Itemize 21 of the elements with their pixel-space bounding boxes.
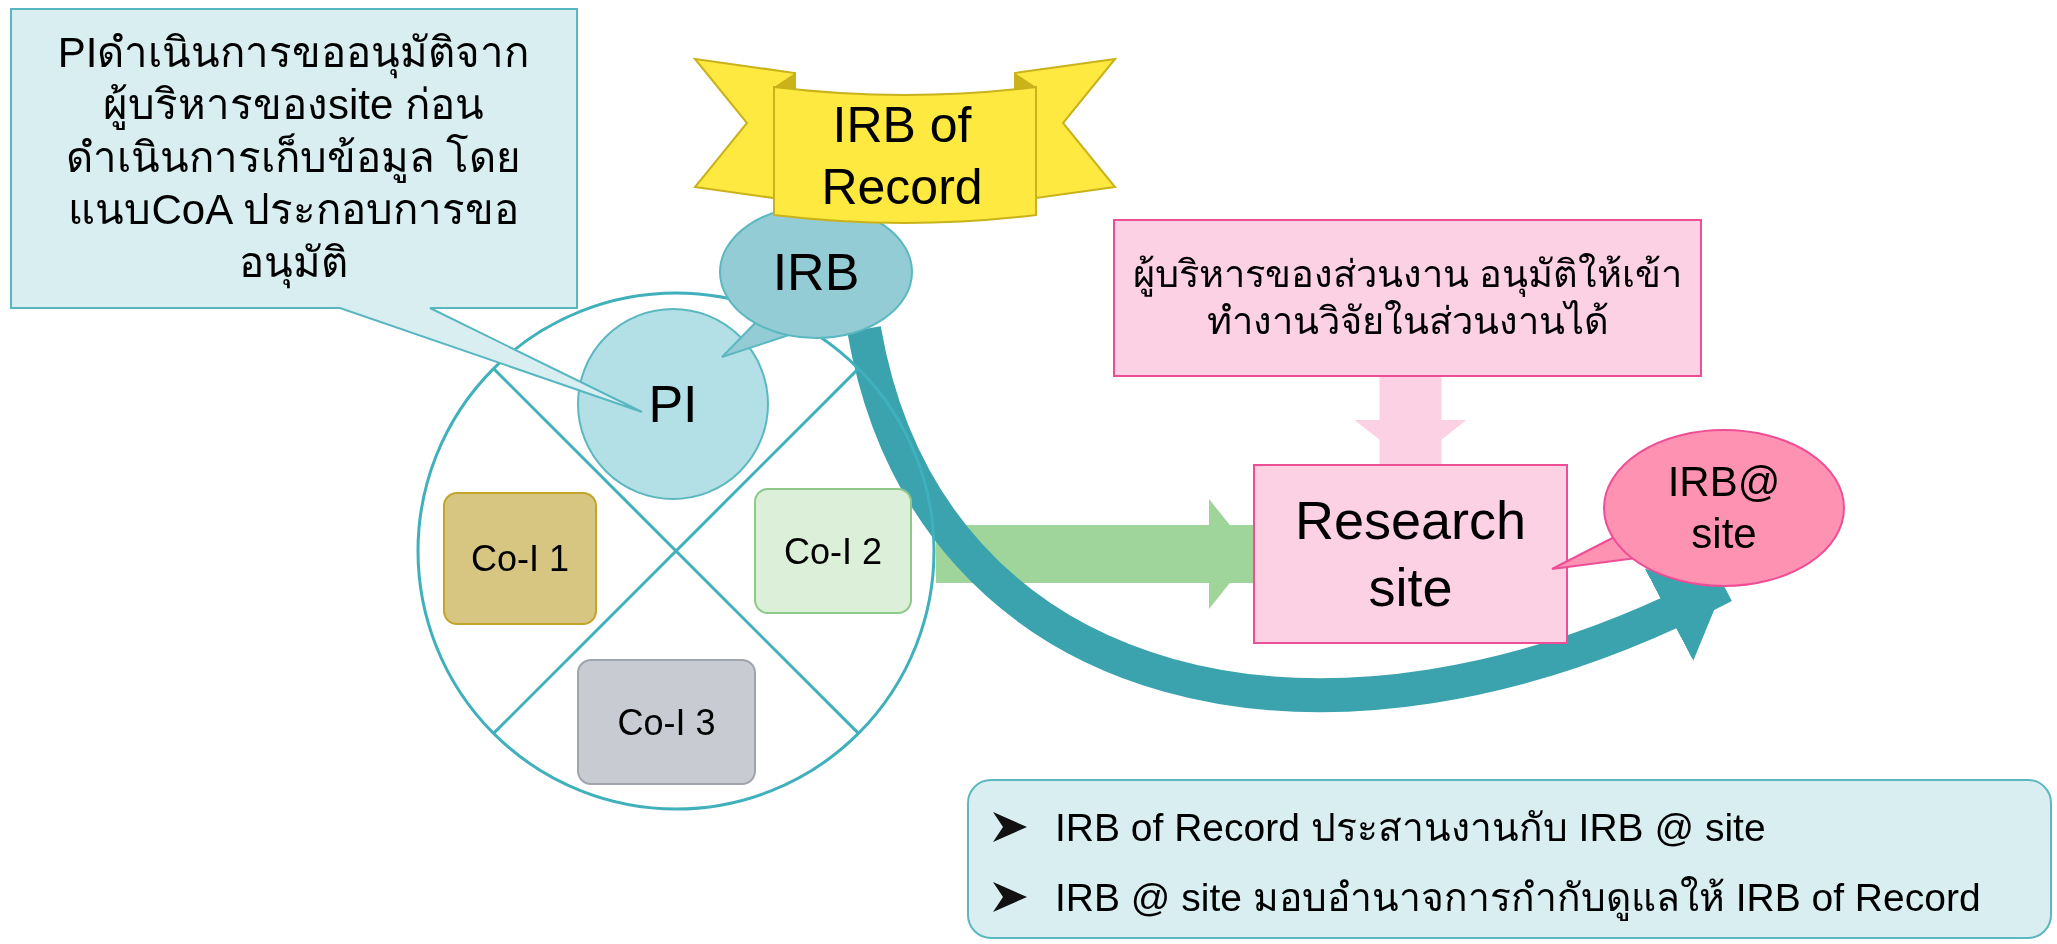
arrow	[1354, 377, 1467, 464]
note-box	[967, 779, 2052, 939]
rounded-box	[443, 492, 597, 625]
box-label: Research site	[1293, 488, 1528, 619]
rounded-box	[577, 659, 756, 785]
process-box	[1253, 464, 1568, 644]
process-box	[1113, 219, 1702, 377]
box-label: Co-I 1	[470, 537, 569, 581]
box-label: Co-I 3	[617, 700, 716, 745]
callout-text: PIดำเนินการขออนุมัติจากผู้บริหารของsite ก่อนดำเนินการเก็บข้อมูล โดยแนบCoA ประกอบการขออนุมัติ	[54, 26, 533, 290]
bullet-text: IRB of Record ประสานงานกับ IRB @ site	[1055, 805, 1766, 851]
shape-label: IRB of Record	[820, 95, 984, 217]
box-label: Co-I 2	[783, 529, 882, 574]
box-label: ผู้บริหารของส่วนงาน อนุมัติให้เข้าทำงานวิจัยในส่วนงานได้	[1131, 251, 1684, 344]
shape-label: IRB	[772, 241, 860, 303]
shape-label: IRB@ site	[1666, 456, 1782, 559]
arrow	[936, 499, 1253, 609]
arrow	[847, 324, 1732, 712]
bullet-text: IRB @ site มอบอำนาจการกำกับดูแลให้ IRB of Record	[1055, 875, 1981, 923]
box-label: PI	[648, 373, 698, 435]
rounded-box	[754, 488, 912, 614]
